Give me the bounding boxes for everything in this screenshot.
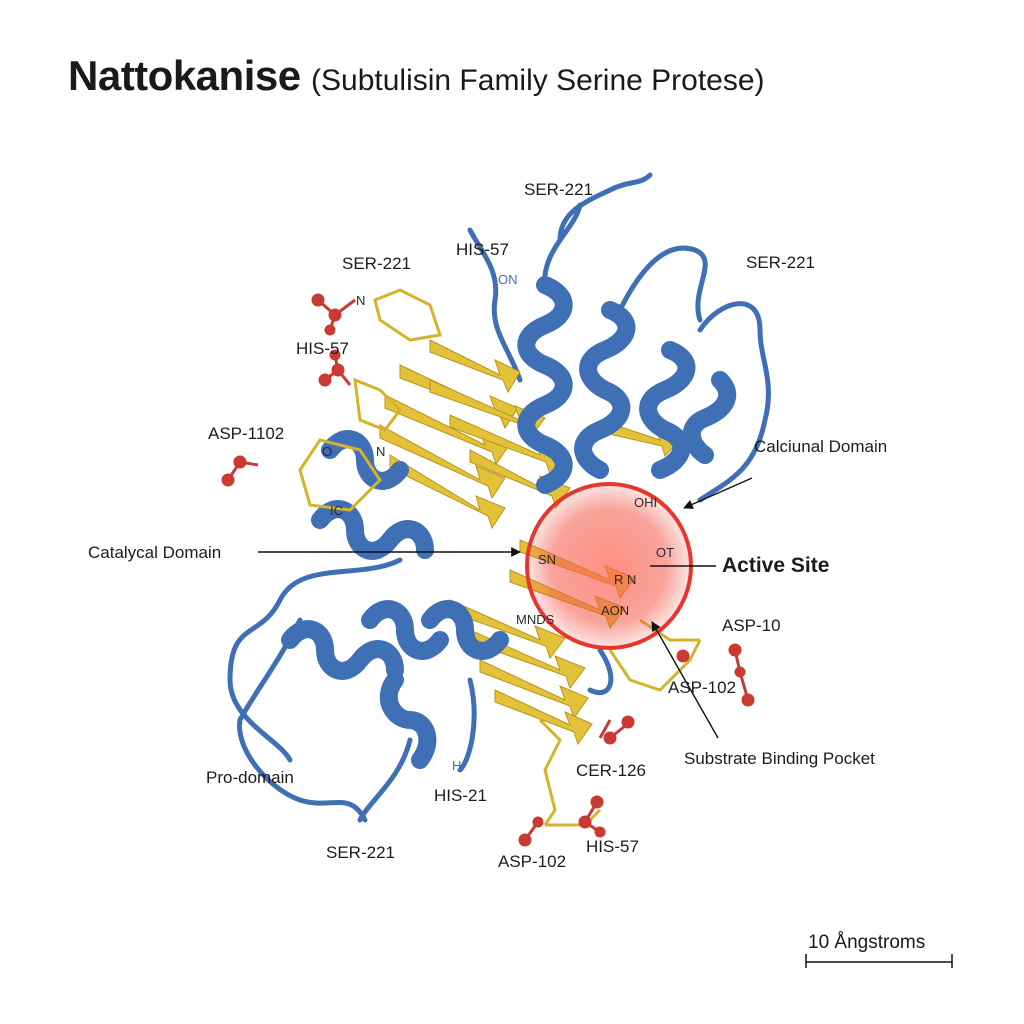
atom-aon: AON — [601, 603, 630, 618]
atom-on: ON — [498, 272, 518, 287]
label-ser221-right: SER-221 — [746, 253, 815, 272]
label-ser221-upper-left: SER-221 — [342, 254, 411, 273]
page-title: Nattokanise — [68, 52, 301, 99]
label-ser221-top: SER-221 — [524, 180, 593, 199]
atom-n2: N — [376, 444, 386, 459]
atom-mnd: MNDS — [516, 612, 555, 627]
atom-rn: R N — [614, 572, 637, 587]
label-ser221-bottom: SER-221 — [326, 843, 395, 862]
label-his57-bottom: HIS-57 — [586, 837, 639, 856]
label-his57-left: HIS-57 — [296, 339, 349, 358]
label-his21: HIS-21 — [434, 786, 487, 805]
atom-ot: OT — [656, 545, 675, 560]
label-active-site: Active Site — [722, 554, 830, 577]
coil-loops — [227, 172, 771, 823]
atom-ic: IC — [330, 503, 343, 518]
ligand-atoms — [221, 293, 755, 847]
scale-bar — [805, 954, 953, 968]
label-asp102-bottom: ASP-102 — [498, 852, 567, 871]
atom-o1: O — [322, 444, 333, 459]
label-asp1102: ASP-1102 — [208, 424, 285, 443]
label-catalytic-domain: Catalycal Domain — [88, 543, 222, 562]
label-calcium-domain: Calciunal Domain — [754, 437, 888, 456]
label-his57-top: HIS-57 — [456, 240, 509, 259]
label-substrate-pocket: Substrate Binding Pocket — [684, 749, 875, 768]
label-asp102-right: ASP-102 — [668, 678, 737, 697]
title-row: Nattokanise (Subtulisin Family Serine Pr… — [68, 52, 765, 100]
label-asp10: ASP-10 — [722, 616, 781, 635]
scale-bar-label: 10 Ångstroms — [808, 932, 926, 953]
atom-ohh: OHI — [634, 495, 658, 510]
atom-n1: N — [356, 293, 366, 308]
leader-lines — [258, 477, 753, 739]
label-pro-domain: Pro-domain — [206, 768, 294, 787]
atom-h: H — [452, 758, 462, 773]
page-subtitle: (Subtulisin Family Serine Protese) — [311, 64, 765, 97]
atom-sn: SN — [538, 552, 557, 567]
label-cer126: CER-126 — [576, 761, 646, 780]
